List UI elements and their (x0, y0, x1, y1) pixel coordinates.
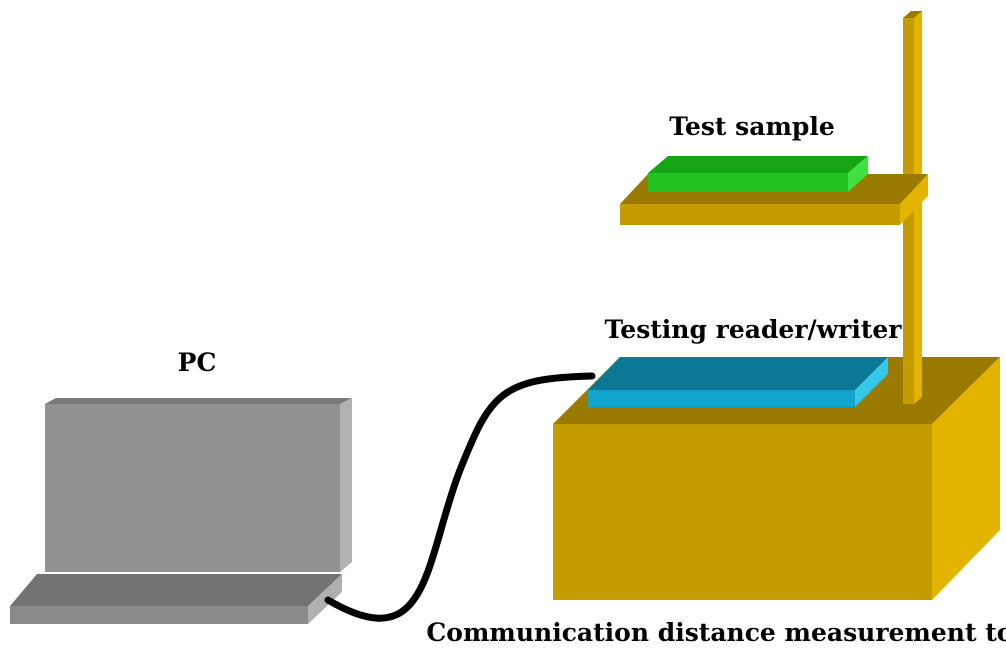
pc-screen-top (45, 398, 352, 404)
test-sample-top (648, 156, 868, 173)
reader-writer-top (588, 357, 888, 390)
pc-base-front (10, 606, 308, 624)
shelf-side (900, 174, 928, 225)
reader-writer-pad (588, 357, 888, 407)
pole-side (914, 11, 922, 404)
tool-label: Communication distance measurement tool (426, 618, 1006, 647)
tool-box-side (932, 357, 1000, 600)
pc-laptop (10, 398, 352, 624)
reader-writer-front (588, 390, 855, 407)
test-sample-front (648, 173, 848, 192)
test-sample-card (648, 156, 868, 192)
reader-writer-side (855, 357, 888, 407)
usb-cable (324, 372, 596, 622)
pc-screen-front (45, 404, 340, 572)
test-sample-side (848, 156, 868, 192)
tool-box-front (553, 424, 932, 600)
shelf-front (620, 204, 900, 225)
pc-label: PC (178, 348, 217, 377)
test-sample-label: Test sample (669, 112, 835, 141)
pole-top (903, 11, 922, 18)
pc-screen-side (340, 398, 352, 572)
reader-writer-label: Testing reader/writer (605, 315, 903, 344)
pc-base-top (10, 574, 342, 606)
